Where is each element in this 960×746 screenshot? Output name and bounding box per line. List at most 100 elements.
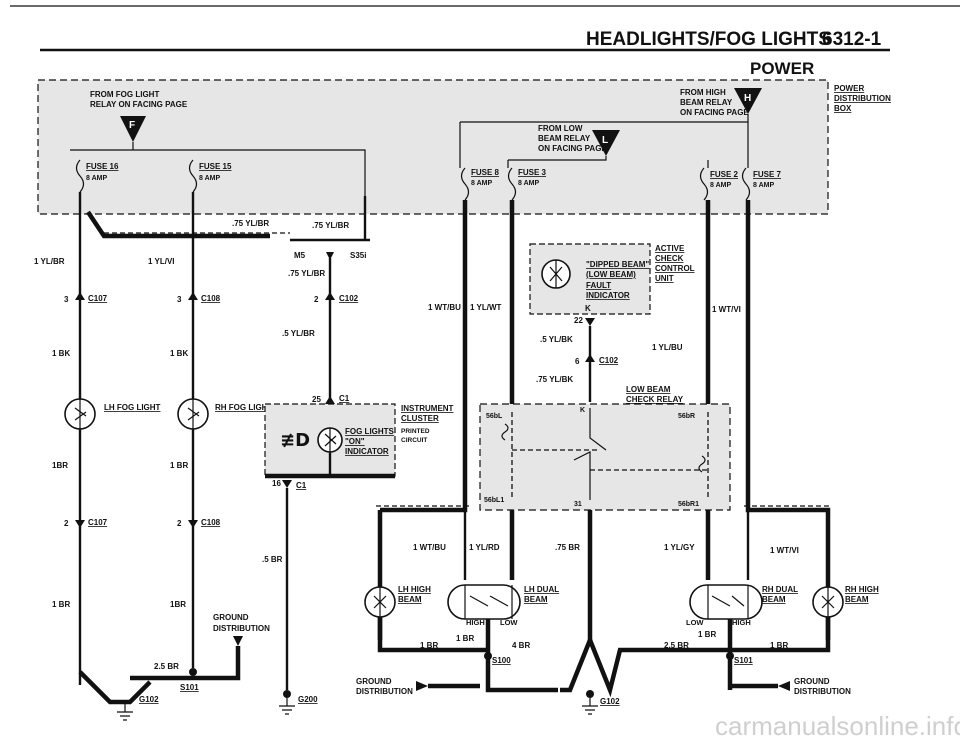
wire-label-75ylbr-c: .75 YL/BR xyxy=(288,269,325,278)
ground-g102-right-icon xyxy=(582,698,598,715)
rh-high-line2: BEAM xyxy=(845,595,869,604)
svg-text:2: 2 xyxy=(64,519,69,528)
page-number: 6312-1 xyxy=(822,29,882,50)
wire-label-1wtbu-b: 1 WT/BU xyxy=(413,543,446,552)
svg-text:8 AMP: 8 AMP xyxy=(471,180,492,187)
wire-label-5br: .5 BR xyxy=(262,555,283,564)
dipped-beam-line4: INDICATOR xyxy=(586,291,630,300)
relay-coil-and-switch xyxy=(501,408,709,500)
fuse-15: FUSE 15 8 AMP xyxy=(188,159,232,193)
svg-text:8 AMP: 8 AMP xyxy=(710,182,731,189)
svg-text:2: 2 xyxy=(177,519,182,528)
acc-line2: CHECK xyxy=(655,254,684,263)
wire-label-1br-h: 1 BR xyxy=(770,641,788,650)
fuse-2: FUSE 2 8 AMP xyxy=(699,167,739,201)
wire-label-5ylbk: .5 YL/BK xyxy=(540,335,573,344)
from-low-line2: BEAM RELAY xyxy=(538,134,591,143)
connector-pin22: 22 xyxy=(574,316,595,326)
fuse-8: FUSE 8 8 AMP xyxy=(460,167,500,201)
gd-left-line1: GROUND xyxy=(213,613,249,622)
dipped-beam-line2: (LOW BEAM) xyxy=(586,270,636,279)
acc-line3: CONTROL xyxy=(655,264,695,273)
ground-g200: G200 xyxy=(298,695,318,704)
lh-high-line2: BEAM xyxy=(398,595,422,604)
wire-label-1wtvi-b: 1 WT/VI xyxy=(770,546,799,555)
from-fog-line2: RELAY ON FACING PAGE xyxy=(90,100,188,109)
pin-k-acc: K xyxy=(585,304,591,313)
wire-label-1br-g: 1 BR xyxy=(698,630,716,639)
rh-dual-beam-icon xyxy=(689,584,763,620)
wire-label-1bk-a: 1 BK xyxy=(52,349,70,358)
svg-text:C108: C108 xyxy=(201,518,221,527)
svg-text:F: F xyxy=(129,120,135,131)
fog-indicator-lamp-icon xyxy=(317,427,343,453)
lh-fog-light-label: LH FOG LIGHT xyxy=(104,403,161,412)
fog-indicator-line2: "ON" xyxy=(345,437,365,446)
svg-text:C107: C107 xyxy=(88,294,108,303)
splice-s35i: S35i xyxy=(350,251,366,260)
connector-c1-pin16: 16 C1 xyxy=(272,479,307,490)
wire-label-1ylrd: 1 YL/RD xyxy=(469,543,500,552)
svg-text:FUSE 8: FUSE 8 xyxy=(471,168,500,177)
pin-31: 31 xyxy=(574,501,582,508)
from-high-line2: BEAM RELAY xyxy=(680,98,733,107)
wire-label-75ylbk: .75 YL/BK xyxy=(536,375,573,384)
wire-label-1ylvi: 1 YL/VI xyxy=(148,257,175,266)
connector-c107-pin3: 3 C107 xyxy=(64,292,108,304)
low-beam-relay-line1: LOW BEAM xyxy=(626,385,671,394)
lh-dual-high-pin: HIGH xyxy=(466,618,485,627)
wire-rh-high xyxy=(745,500,831,640)
pin-56bl: 56bL xyxy=(486,413,503,420)
rh-dual-high-pin: HIGH xyxy=(732,618,751,627)
svg-text:L: L xyxy=(602,135,608,146)
connector-c108-pin2: 2 C108 xyxy=(177,518,221,528)
svg-text:≢D: ≢D xyxy=(280,430,310,451)
svg-text:FUSE 3: FUSE 3 xyxy=(518,168,547,177)
lh-high-line1: LH HIGH xyxy=(398,585,431,594)
wire-label-1br-c: 1 BR xyxy=(52,600,70,609)
fog-indicator-line1: FOG LIGHTS xyxy=(345,427,395,436)
ground-distribution-arrow-mid xyxy=(416,681,428,691)
power-distribution-box xyxy=(37,79,829,215)
splice-s101-dot xyxy=(189,668,197,676)
wire-label-1br-b: 1 BR xyxy=(170,461,188,470)
connector-c102-pin2: 2 C102 xyxy=(314,292,359,304)
from-low-line3: ON FACING PAGE xyxy=(538,144,607,153)
wire-label-1bk-b: 1 BK xyxy=(170,349,188,358)
svg-text:8 AMP: 8 AMP xyxy=(753,182,774,189)
ground-g102-left-icon xyxy=(117,702,133,721)
svg-text:C107: C107 xyxy=(88,518,108,527)
svg-text:3: 3 xyxy=(177,295,182,304)
svg-text:3: 3 xyxy=(64,295,69,304)
svg-text:C1: C1 xyxy=(296,481,307,490)
wire-label-1br-f: 1 BR xyxy=(420,641,438,650)
svg-text:8 AMP: 8 AMP xyxy=(199,175,220,182)
wire-fog-to-indicator xyxy=(86,210,270,239)
connector-c108-pin3: 3 C108 xyxy=(177,292,221,304)
from-high-line3: ON FACING PAGE xyxy=(680,108,749,117)
lh-dual-low-pin: LOW xyxy=(500,618,518,627)
ground-distribution-arrow-right xyxy=(778,681,790,691)
low-feed-bus xyxy=(508,156,607,161)
ground-g200-icon xyxy=(279,698,295,715)
wire-label-1ylwt: 1 YL/WT xyxy=(470,303,502,312)
gd-mid-line2: DISTRIBUTION xyxy=(356,687,413,696)
watermark: carmanualsonline.info xyxy=(715,711,960,741)
wire-label-25br: 2.5 BR xyxy=(154,662,179,671)
printed-circuit-line1: PRINTED xyxy=(401,428,430,435)
svg-text:C108: C108 xyxy=(201,294,221,303)
svg-text:FUSE 7: FUSE 7 xyxy=(753,170,782,179)
low-beam-relay-line2: CHECK RELAY xyxy=(626,395,684,404)
svg-text:FUSE 15: FUSE 15 xyxy=(199,162,232,171)
dipped-beam-line1: "DIPPED BEAM" xyxy=(586,260,649,269)
lh-dual-line1: LH DUAL xyxy=(524,585,559,594)
wire-label-75ylbr-a: .75 YL/BR xyxy=(232,219,269,228)
from-low-line1: FROM LOW xyxy=(538,124,583,133)
svg-text:22: 22 xyxy=(574,316,583,325)
wire-label-1ylbr: 1 YL/BR xyxy=(34,257,65,266)
acc-line1: ACTIVE xyxy=(655,244,685,253)
low-beam-check-relay-box xyxy=(479,403,731,511)
dipped-beam-line3: FAULT xyxy=(586,281,611,290)
wire-label-1wtbu-a: 1 WT/BU xyxy=(428,303,461,312)
